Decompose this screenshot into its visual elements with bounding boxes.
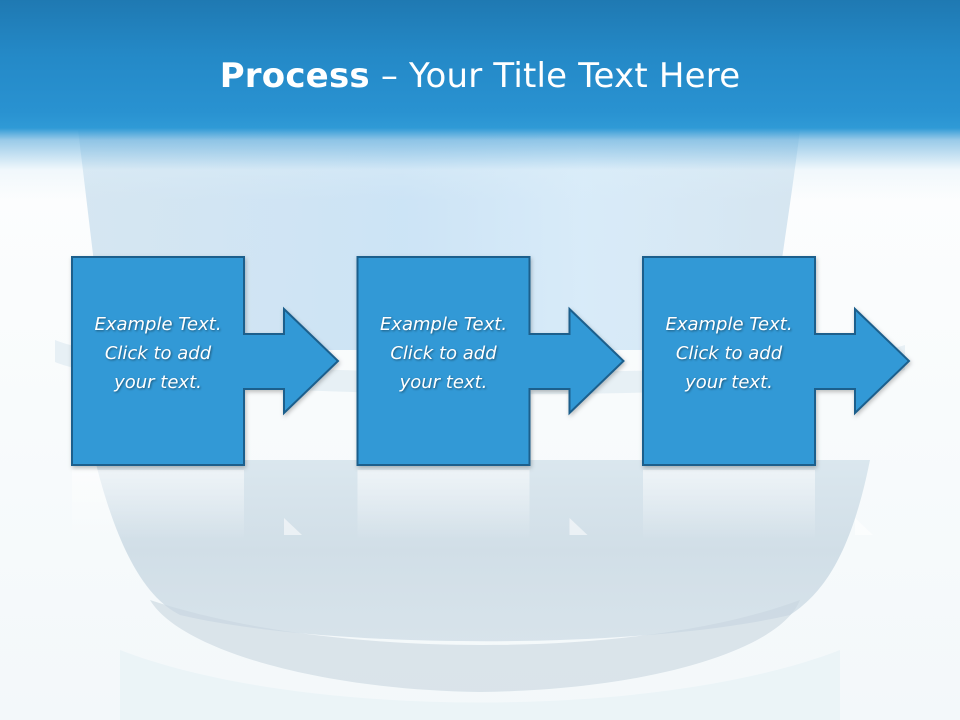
process-step-text-line: your text. <box>685 372 773 393</box>
slide-title-rest: – Your Title Text Here <box>369 56 741 96</box>
process-step-1-text[interactable]: Example Text. Click to add your text. <box>72 310 244 397</box>
process-arrow-reflection <box>569 518 588 535</box>
process-step-text-line: Click to add <box>104 343 212 364</box>
process-arrow-reflection <box>284 518 302 535</box>
process-step-reflection <box>357 470 530 540</box>
process-step-3-arrow-box[interactable] <box>642 256 911 466</box>
slide-title-bold: Process <box>219 56 370 96</box>
process-step-1-arrow-box[interactable] <box>71 256 340 466</box>
process-step-text-line: Example Text. <box>94 314 222 335</box>
slide-title[interactable]: Process – Your Title Text Here <box>0 52 960 100</box>
process-step-2-text[interactable]: Example Text. Click to add your text. <box>358 310 530 397</box>
process-step-text-line: Click to add <box>390 343 497 364</box>
process-step-text-line: Example Text. <box>665 314 793 335</box>
process-step-text-line: your text. <box>399 372 488 393</box>
process-step-3-text[interactable]: Example Text. Click to add your text. <box>643 310 815 397</box>
process-step-text-line: Click to add <box>675 343 783 364</box>
process-step-text-line: Example Text. <box>379 314 508 335</box>
process-step-reflection <box>72 470 244 540</box>
process-step-text-line: your text. <box>114 372 202 393</box>
process-step-reflection <box>643 470 815 540</box>
title-bar <box>0 0 960 200</box>
process-arrow-reflection <box>855 518 873 535</box>
process-step-2-arrow-box[interactable] <box>356 256 625 466</box>
